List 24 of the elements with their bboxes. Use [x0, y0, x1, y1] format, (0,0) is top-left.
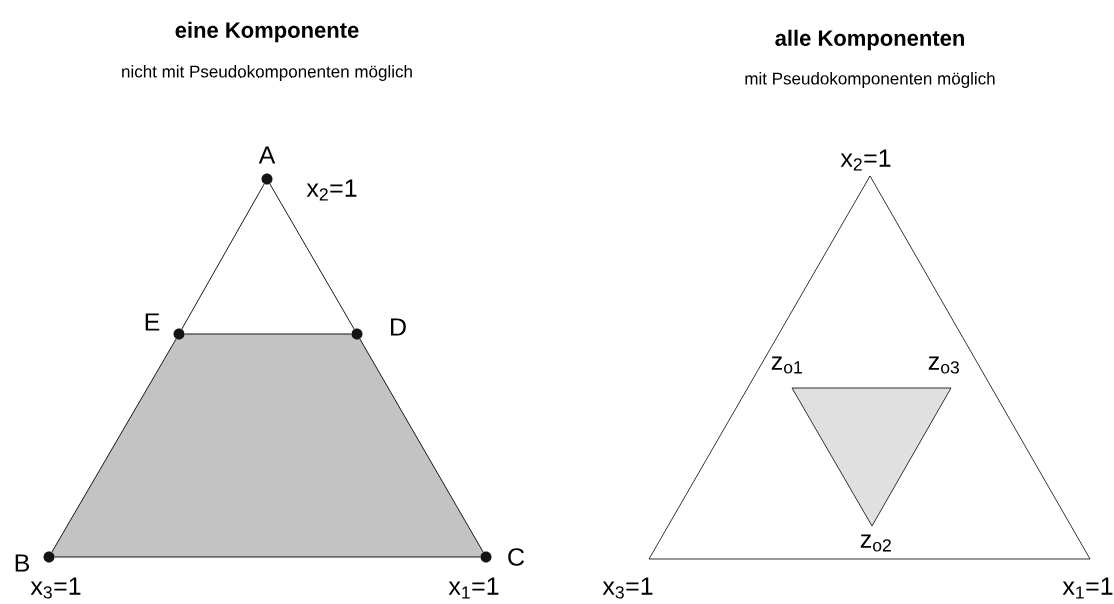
line — [51, 338, 177, 553]
coordinate-label: x$_{1}$=1 — [448, 577, 499, 599]
coordinate-label: x$_{2}$=1 — [306, 179, 357, 201]
vertex-label: z$_{o2}$ — [860, 534, 891, 552]
line — [181, 183, 265, 330]
heading: alle Komponenten — [775, 29, 964, 51]
line — [54, 556, 481, 558]
subtitle: mit Pseudokomponenten möglich — [745, 72, 995, 88]
axis-label: x$_{1}$=1 — [1062, 577, 1113, 599]
line — [184, 333, 352, 335]
vertex-label: x$_{2}$=1 — [840, 149, 891, 171]
line — [269, 183, 355, 330]
point-label: C — [508, 548, 525, 566]
line — [359, 338, 484, 553]
point-label: B — [15, 554, 30, 572]
point-label: E — [145, 313, 160, 331]
vertex-label: z$_{o3}$ — [928, 356, 959, 374]
axis-label: x$_{3}$=1 — [602, 577, 653, 599]
subtitle: nicht mit Pseudokomponenten möglich — [122, 65, 412, 81]
coordinate-label: x$_{3}$=1 — [30, 577, 81, 599]
heading: eine Komponente — [175, 21, 359, 43]
vertex-label: z$_{o1}$ — [771, 356, 802, 374]
point-label: A — [258, 146, 276, 164]
point-label: D — [391, 318, 406, 336]
